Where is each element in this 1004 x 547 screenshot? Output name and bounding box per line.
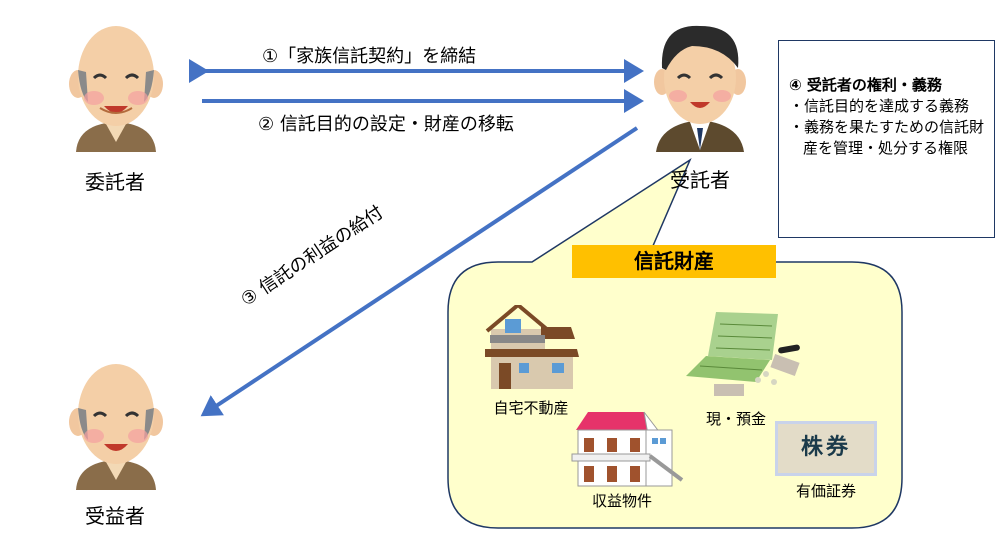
house-icon xyxy=(485,305,579,389)
rights-item: ・信託目的を達成する義務 xyxy=(789,97,970,115)
beneficiary-label: 受益者 xyxy=(85,504,145,528)
trustee-rights-box: ④ 受託者の権利・義務 ・信託目的を達成する義務 ・義務を果たすための信託財産を… xyxy=(778,40,995,238)
stock-certificate-text: 株券 xyxy=(800,435,851,460)
rights-item: ・義務を果たすための信託財産を管理・処分する権限 xyxy=(789,118,985,157)
stock-certificate-icon: 株券 xyxy=(775,421,877,476)
property-label-securities: 有価証券 xyxy=(795,482,857,500)
property-label-home: 自宅不動産 xyxy=(493,399,569,417)
property-label-rental: 収益物件 xyxy=(591,492,653,510)
transfer-label: ② 信託目的の設定・財産の移転 xyxy=(258,114,514,135)
property-label-cash: 現・預金 xyxy=(705,410,767,428)
trust-property-title: 信託財産 xyxy=(572,245,776,278)
settlor-avatar xyxy=(69,26,163,152)
beneficiary-avatar xyxy=(69,364,163,490)
apartment-icon xyxy=(571,411,684,487)
benefit-arrow xyxy=(200,126,639,417)
settlor-label: 委託者 xyxy=(85,170,145,194)
trustee-avatar xyxy=(654,25,746,152)
bankbook-cash-icon xyxy=(686,312,800,396)
trustee-label: 受託者 xyxy=(670,168,730,192)
rights-heading: ④ 受託者の権利・義務 xyxy=(789,76,942,94)
contract-label: ①「家族信託契約」を締結 xyxy=(262,46,477,67)
